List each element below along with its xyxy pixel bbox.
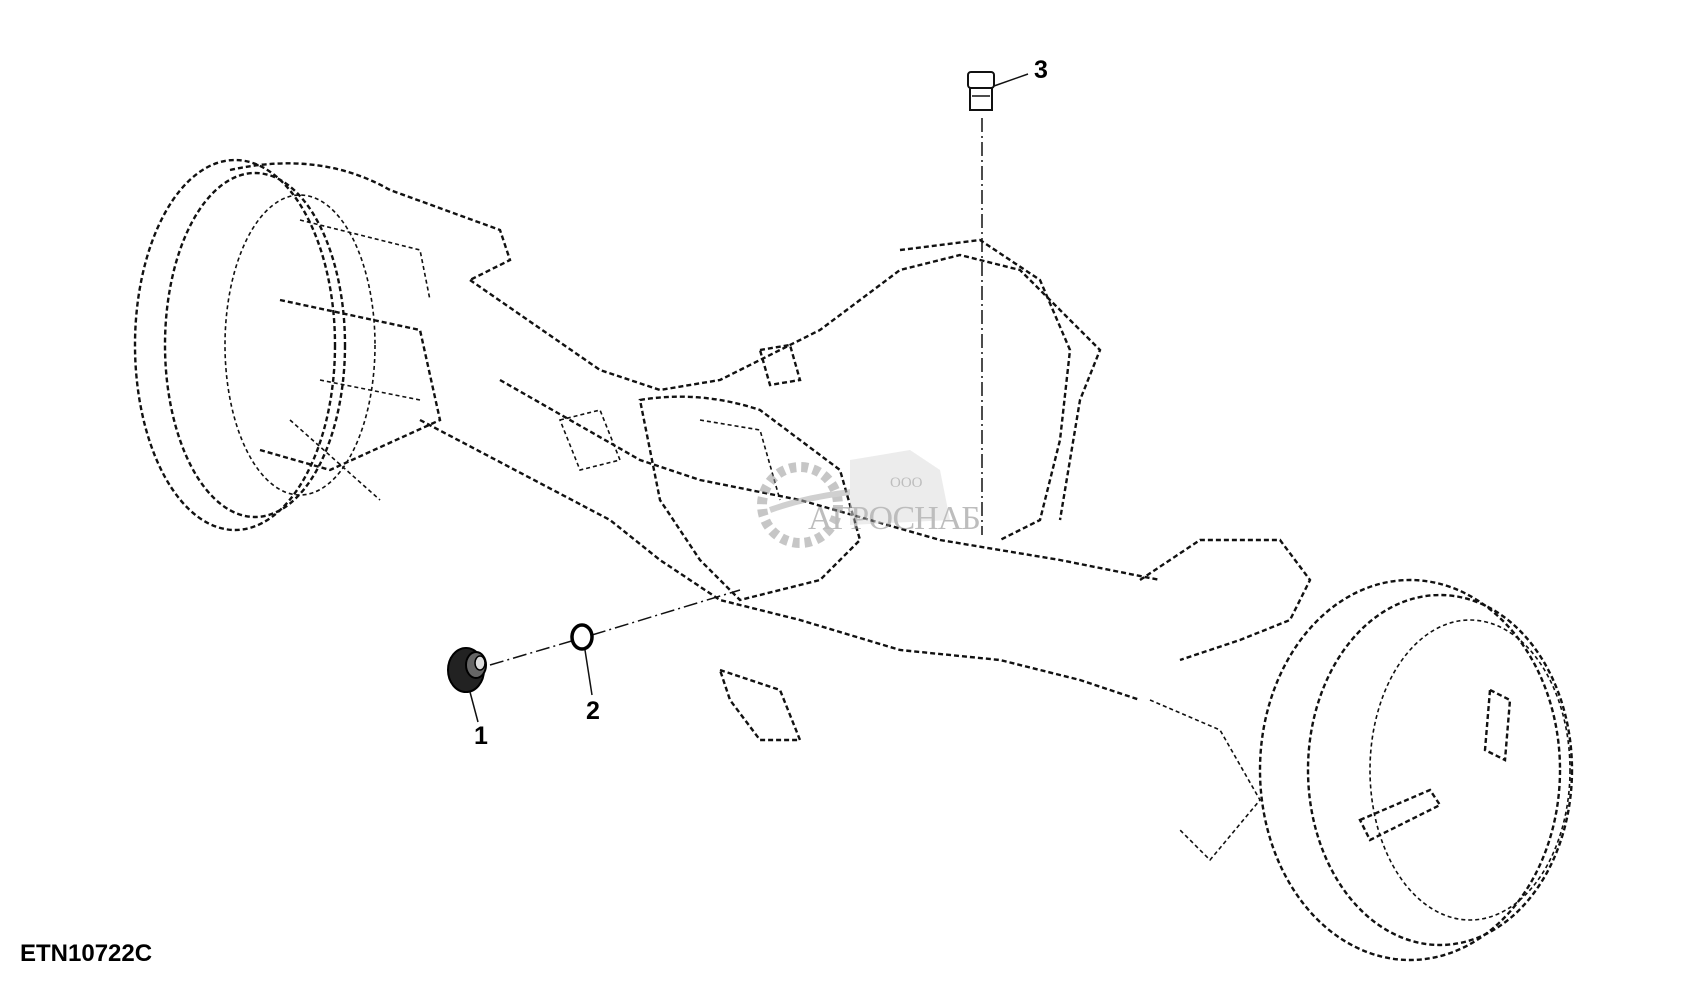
part-3-plug[interactable] <box>967 71 995 111</box>
part-2-o-ring[interactable] <box>570 623 594 651</box>
part-1-drain-plug[interactable] <box>447 647 487 693</box>
leader-3 <box>993 73 1029 87</box>
leader-1 <box>469 691 479 723</box>
watermark-gear-combine-icon <box>757 450 950 548</box>
watermark-prefix: ООО <box>890 475 923 491</box>
figure-id: ETN10722C <box>20 940 153 967</box>
centerline-part-2-a <box>489 639 576 666</box>
centerline-part-2-b <box>591 589 741 636</box>
callout-3: 3 <box>1034 56 1048 84</box>
left-wheel-hub <box>133 158 512 532</box>
watermark-name: АГРОСНАБ <box>808 500 981 537</box>
watermark-logo: ООО АГРОСНАБ <box>740 430 981 550</box>
right-wheel-hub <box>1149 578 1574 962</box>
axle-housing <box>419 238 1312 742</box>
callout-1: 1 <box>474 722 488 750</box>
leader-2 <box>584 649 593 696</box>
callout-2: 2 <box>586 697 600 725</box>
